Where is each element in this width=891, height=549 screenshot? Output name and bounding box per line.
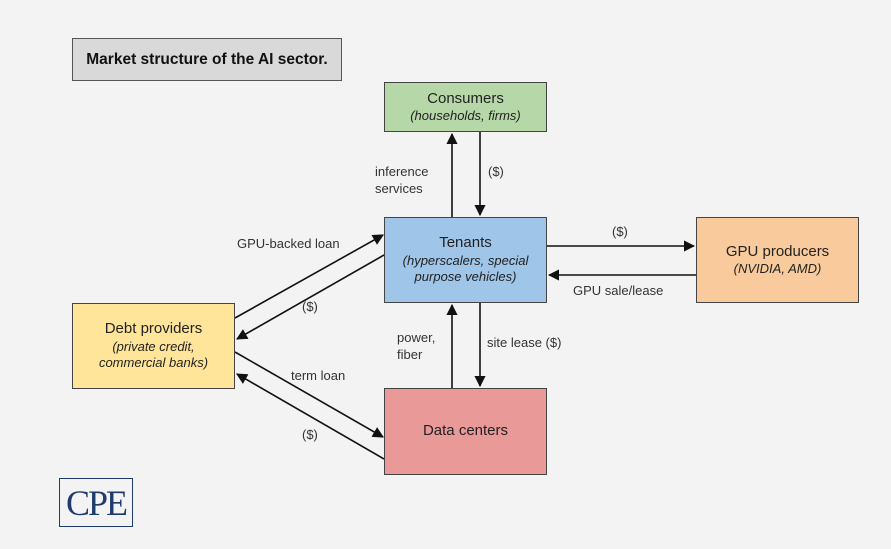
diagram-title: Market structure of the AI sector.	[72, 38, 342, 81]
cpe-logo: CPE	[59, 478, 133, 527]
label-tenants-to-debt-pay: ($)	[302, 299, 318, 314]
node-gpu-producers: GPU producers (NVIDIA, AMD)	[696, 217, 859, 303]
label-site-lease: site lease ($)	[487, 335, 562, 350]
label-inference-services: inference services	[375, 164, 428, 198]
node-tenants: Tenants (hyperscalers, special purpose v…	[384, 217, 547, 303]
datacenters-name: Data centers	[422, 422, 509, 440]
arrow-debt-to-tenants	[234, 234, 384, 319]
arrow-tenants-to-debt	[236, 254, 385, 340]
debt-sub-line2: commercial banks)	[98, 355, 209, 371]
gpu-name: GPU producers	[725, 242, 830, 260]
gpu-sub: (NVIDIA, AMD)	[733, 261, 822, 277]
label-term-loan: term loan	[291, 368, 346, 383]
debt-name: Debt providers	[104, 320, 203, 338]
label-inference-line2: services	[375, 180, 423, 196]
label-consumers-pay: ($)	[488, 164, 504, 179]
consumers-sub: (households, firms)	[410, 108, 521, 124]
label-inference-line1: inference	[375, 164, 429, 179]
node-debt-providers: Debt providers (private credit, commerci…	[72, 303, 235, 389]
consumers-name: Consumers	[427, 89, 504, 107]
tenants-name: Tenants	[439, 234, 492, 252]
label-dc-to-debt-pay: ($)	[302, 427, 318, 442]
label-power-fiber: power, fiber	[397, 330, 435, 364]
tenants-sub-line1: (hyperscalers, special	[402, 253, 529, 269]
label-gpu-backed-loan: GPU-backed loan	[237, 236, 340, 251]
arrow-debt-to-dc	[234, 351, 384, 438]
label-power-line2: fiber	[397, 346, 423, 362]
arrow-dc-to-debt	[236, 373, 385, 460]
node-data-centers: Data centers	[384, 388, 547, 475]
label-power-line1: power,	[397, 330, 436, 345]
debt-sub-line1: (private credit,	[112, 339, 195, 355]
label-tenants-to-gpu-pay: ($)	[612, 224, 628, 239]
node-consumers: Consumers (households, firms)	[384, 82, 547, 132]
label-gpu-sale-lease: GPU sale/lease	[573, 283, 664, 298]
tenants-sub-line2: purpose vehicles)	[414, 269, 517, 285]
